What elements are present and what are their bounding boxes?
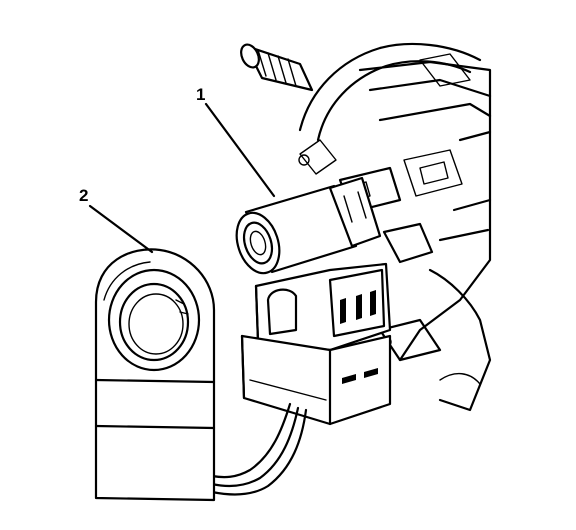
leader-line-2 (88, 204, 154, 254)
callout-label-1: 1 (196, 85, 206, 104)
lock-housing (240, 262, 392, 426)
steering-column (240, 42, 492, 412)
leader-line-1 (204, 102, 276, 198)
wire-harness (210, 402, 308, 496)
ignition-ring (94, 248, 216, 502)
callout-label-2: 2 (79, 186, 89, 205)
lock-cylinder (235, 176, 382, 275)
